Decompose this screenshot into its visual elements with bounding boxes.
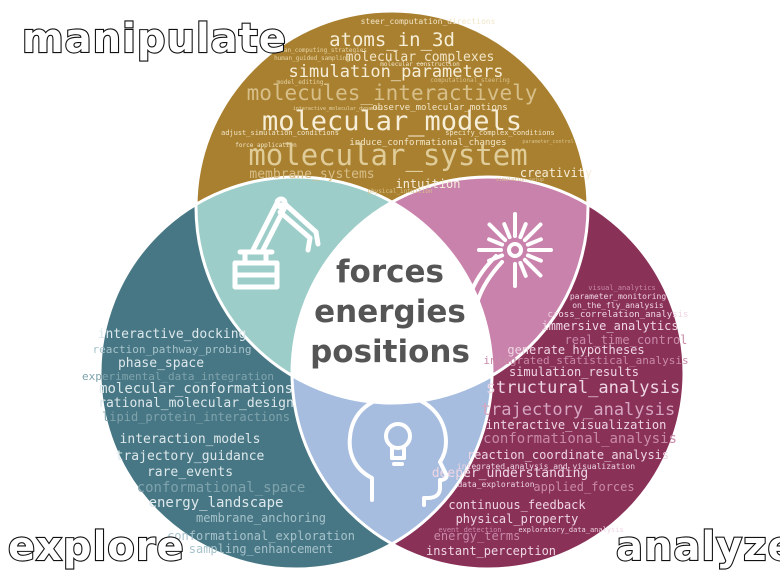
analyze-word: energy_terms [434,529,521,543]
firework-ray [525,253,543,263]
analyze-word: cross_correlation_analysis [548,310,689,320]
analyze-word: immersive_analytics [541,319,678,333]
explore-word: molecular_conformations [99,381,293,397]
analyze-word-cloud: visual_analyticsparameter_monitoringon_t… [426,284,689,558]
analyze-word: integrated_analysis_and_visualization [457,462,635,471]
manipulate-word: observe_molecular_motions [372,103,507,113]
firework-icon [470,212,553,302]
firework-core [507,242,523,258]
explore-word: lipid_protein_interactions [102,410,290,424]
robot-arm-icon [232,196,321,290]
center-term-energies: energies [314,294,466,330]
manipulate-word: parameter_control [522,139,573,145]
manipulate-word: simulation_parameters [289,62,504,82]
manipulate-word: physical_intuition [367,188,432,195]
analyze-word: reaction_coordinate_analysis [467,448,669,462]
analyze-word: real_time_control [565,333,688,347]
firework-ray [525,237,543,247]
explore-word: rare_events [147,465,233,480]
head-lightbulb-icon [347,394,449,507]
manipulate-word: simulation_setup [496,177,544,183]
firework-ray [522,222,543,243]
manipulate-word: intuition [395,177,460,191]
analyze-outline [290,175,686,571]
manipulate-label: manipulate [22,16,287,62]
analyze-word: simulation_results [509,365,639,379]
firework-trail [470,254,498,292]
analyze-word: interactive_visualization [486,418,667,432]
center-overlap [292,177,492,403]
analyze-word: instant_perception [426,544,556,558]
explore-word: trajectory_guidance [116,449,265,464]
firework-ray [487,222,508,243]
firework-ray [518,260,528,278]
manipulate-word: induce_conformational_changes [349,138,506,148]
manipulate-word: adjust_simulation_conditions [221,129,339,137]
explore-word: experimental_data_integration [82,370,274,383]
analyze-word: physical_property [456,512,579,526]
analyze-word: integrated_statistical_analysis [483,354,688,367]
manipulate-word: force_application [235,142,297,149]
explore-outline [98,175,494,571]
manipulate-word: specify_complex_conditions [445,129,555,137]
manipulate-word: interactive_molecular_dynamics [293,106,383,112]
manipulate-word: molecules_interactively [247,81,538,105]
analyze-word: on_the_fly_analysis [572,301,664,310]
analyze-word: exploratory_data_analysis [518,526,623,534]
explore-word: reaction_pathway_probing [93,343,252,356]
firework-ray [518,222,528,240]
explore-word: rational_molecular_design [98,396,294,411]
analyze-word: visual_analytics [588,284,655,292]
firework-trail [476,260,504,302]
explore-word-cloud: interactive_dockingreaction_pathway_prob… [82,327,355,556]
explore-word: conformational_space [137,480,306,496]
manipulate-word: human_computing_strategies [273,47,367,54]
manipulate-word: molecular_system [248,138,527,173]
analyze-word: data_exploration [457,480,534,489]
analyze-word: conformational_analysis [483,431,677,447]
manipulate-outline [194,9,590,405]
explore-word: membrane_anchoring [196,511,326,525]
explore-word: energy_landscape [149,495,284,511]
manipulate-word: steer_computation_directions [361,17,496,26]
explore-word: conformational_exploration [167,529,355,543]
manipulate-word: molecular_construction [380,61,460,68]
analyze-word: parameter_monitoring [570,292,667,301]
analyze-word: trajectory_analysis [481,400,675,420]
center-term-positions: positions [310,334,470,370]
analyze-label: analyze [616,524,780,570]
manipulate-word: membrane_systems [249,167,374,182]
analyze-word: event_detection [438,526,501,534]
center-term-forces: forces [336,254,444,290]
explore-word: sampling_enhancement [189,542,334,556]
explore-word: interaction_models [120,432,261,447]
analyze-word: generate_hypotheses [507,343,644,357]
analyze-word: applied_forces [533,480,634,494]
firework-ray [522,257,543,278]
manipulate-word: molecular_complexes [346,50,495,65]
manipulate-word: model_editing [277,79,324,86]
explore-word: phase_space [118,356,204,371]
explore-label: explore [8,524,185,570]
manipulate-word: computational_steering [430,77,510,84]
firework-ray [502,222,512,240]
manipulate-word: human_guided_sampling [274,55,350,62]
analyze-word: structural_analysis [486,378,680,398]
manipulate-word: atoms_in_3d [329,29,455,51]
analyze-word: continuous_feedback [448,498,586,512]
manipulate-word: creativity [520,166,592,180]
manipulate-word-cloud: steer_computation_directionsatoms_in_3dh… [221,17,592,195]
manipulate-word: molecular_models [262,106,522,137]
explore-word: interactive_docking [98,327,247,342]
analyze-word: deeper_understanding [432,466,589,481]
firework-ray [487,237,505,247]
